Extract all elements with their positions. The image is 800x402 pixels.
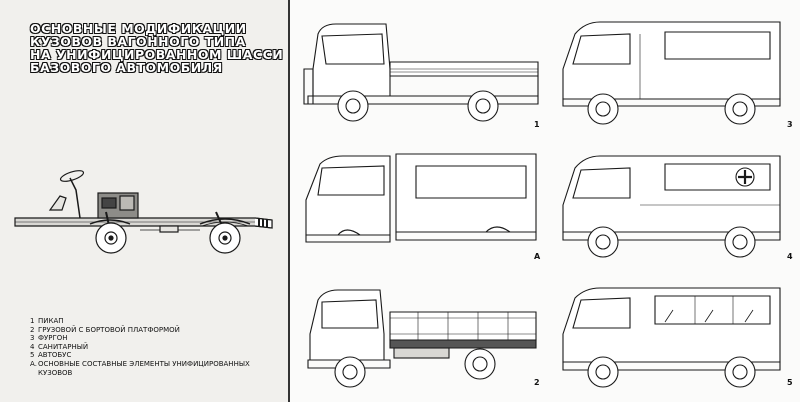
legend-item: А.ОСНОВНЫЕ СОСТАВНЫЕ ЭЛЕМЕНТЫ УНИФИЦИРОВ… <box>30 360 285 377</box>
legend-text: ГРУЗОВОЙ С БОРТОВОЙ ПЛАТФОРМОЙ <box>38 325 180 334</box>
figure-label-3: 3 <box>787 120 793 129</box>
ambulance-illustration <box>562 155 781 258</box>
flatbed-illustration <box>307 289 537 388</box>
legend-text: ФУРГОН <box>38 334 68 343</box>
legend-num: 1 <box>30 317 35 325</box>
legend-text: АВТОБУС <box>38 351 72 360</box>
figure-label-1: 1 <box>534 120 540 129</box>
van-illustration <box>562 21 781 125</box>
legend-num: 5 <box>30 351 35 360</box>
legend-num: А. <box>30 359 38 368</box>
legend-text: ПИКАП <box>38 317 64 325</box>
title-line-2: КУЗОВОВ ВАГОННОГО ТИПА <box>30 34 246 49</box>
legend-num: 4 <box>30 342 35 351</box>
body-elements-illustration <box>305 153 537 243</box>
title-line-1: ОСНОВНЫЕ МОДИФИКАЦИИ <box>30 21 247 36</box>
figure-label-4: 4 <box>787 252 793 261</box>
figure-label-a: А <box>534 252 541 261</box>
title-line-4: БАЗОВОГО АВТОМОБИЛЯ <box>30 60 223 75</box>
figure-label-5: 5 <box>787 378 793 387</box>
legend-num: 2 <box>30 325 35 334</box>
legend-text: САНИТАРНЫЙ <box>38 342 89 351</box>
legend-num: 3 <box>30 334 35 343</box>
chassis-illustration <box>14 170 273 254</box>
pickup-illustration <box>303 23 539 122</box>
title-line-3: НА УНИФИЦИРОВАННОМ ШАССИ <box>30 47 284 62</box>
figure-label-2: 2 <box>534 378 540 387</box>
bus-illustration <box>562 287 781 388</box>
right-page: 1 3 А <box>290 0 800 402</box>
legend-text: ОСНОВНЫЕ СОСТАВНЫЕ ЭЛЕМЕНТЫ УНИФИЦИРОВАН… <box>38 359 250 377</box>
left-page: ОСНОВНЫЕ МОДИФИКАЦИИ КУЗОВОВ ВАГОННОГО Т… <box>0 0 290 402</box>
page-title: ОСНОВНЫЕ МОДИФИКАЦИИ КУЗОВОВ ВАГОННОГО Т… <box>30 22 285 74</box>
